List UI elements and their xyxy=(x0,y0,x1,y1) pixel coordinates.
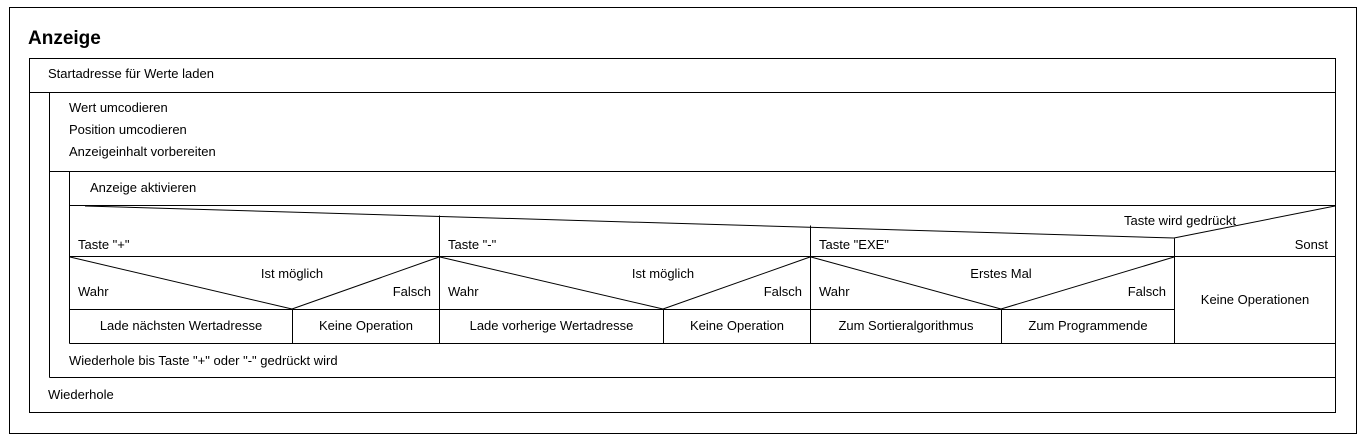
decision-minus-false: Falsch xyxy=(763,284,802,299)
outer-loop-condition: Wiederhole xyxy=(48,387,114,402)
action-anzeige-aktivieren: Anzeige aktivieren xyxy=(90,180,197,195)
case-branch-exe: Taste "EXE" xyxy=(819,237,889,252)
decision-plus-true: Wahr xyxy=(78,284,109,299)
action-anzeigeinhalt-vorbereiten: Anzeigeinhalt vorbereiten xyxy=(69,144,216,159)
case-branch-minus: Taste "-" xyxy=(448,237,497,252)
decision-plus-condition: Ist möglich xyxy=(260,266,324,281)
start-address-action: Startadresse für Werte laden xyxy=(48,66,214,81)
decision-exe-true: Wahr xyxy=(819,284,850,299)
outer-frame xyxy=(9,7,1357,434)
action-zum-sortieralgorithmus: Zum Sortieralgorithmus xyxy=(838,318,974,333)
inner-loop-condition: Wiederhole bis Taste "+" oder "-" gedrüc… xyxy=(69,353,338,368)
case-default-label: Sonst xyxy=(1294,237,1328,252)
decision-minus-true: Wahr xyxy=(448,284,479,299)
action-lade-naechste: Lade nächsten Wertadresse xyxy=(99,318,263,333)
decision-plus-false: Falsch xyxy=(392,284,431,299)
decision-minus-condition: Ist möglich xyxy=(631,266,695,281)
diagram-title: Anzeige xyxy=(28,28,101,49)
action-lade-vorherige: Lade vorherige Wertadresse xyxy=(469,318,634,333)
action-keine-operationen: Keine Operationen xyxy=(1200,292,1310,307)
case-diagonal-right xyxy=(1173,205,1336,239)
action-position-umcodieren: Position umcodieren xyxy=(69,122,187,137)
action-zum-programmende: Zum Programmende xyxy=(1028,318,1148,333)
case-branch-plus: Taste "+" xyxy=(78,237,130,252)
decision-exe-condition: Erstes Mal xyxy=(970,266,1032,281)
decision-exe-false: Falsch xyxy=(1127,284,1166,299)
case-condition: Taste wird gedrückt xyxy=(1124,213,1236,228)
action-wert-umcodieren: Wert umcodieren xyxy=(69,100,168,115)
outer-loop-block xyxy=(29,58,1336,413)
action-keine-operation-plus: Keine Operation xyxy=(319,318,413,333)
case-diagonal-left xyxy=(84,205,1175,239)
action-keine-operation-minus: Keine Operation xyxy=(690,318,784,333)
